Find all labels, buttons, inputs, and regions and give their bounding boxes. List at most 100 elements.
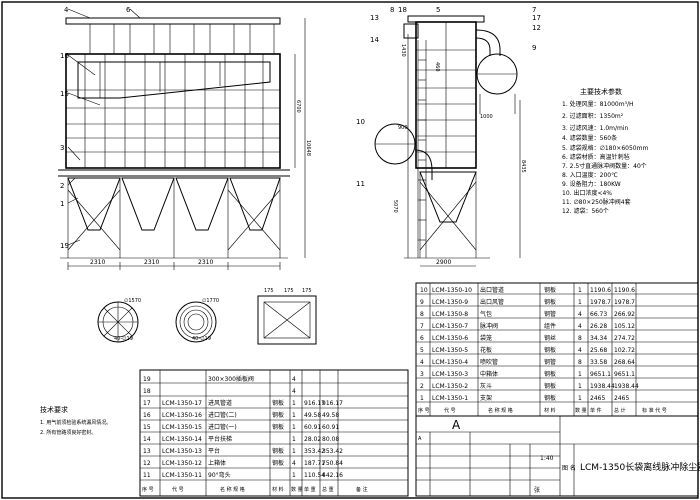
bom-left-cell-no: 17	[143, 400, 151, 407]
svg-text:12: 12	[532, 24, 541, 32]
svg-text:1. 处理风量：81000m³/H: 1. 处理风量：81000m³/H	[562, 100, 634, 108]
svg-text:5: 5	[436, 6, 440, 14]
bom-right-cell-total: 266.92	[614, 311, 635, 318]
bom-right-cell-total: 274.72	[614, 335, 635, 342]
svg-text:单 重: 单 重	[304, 486, 316, 493]
bom-right-cell-unit: 1190.6	[590, 287, 611, 294]
front-callouts: 4 6 16 15 3 2 1 19	[60, 6, 131, 250]
svg-text:175: 175	[284, 288, 294, 294]
bom-left-cell-unit: 60.91	[304, 424, 321, 431]
svg-text:材 料: 材 料	[272, 486, 284, 493]
bom-left-cell-total: 353.42	[322, 448, 343, 455]
svg-text:2. 过滤面积：1350m²: 2. 过滤面积：1350m²	[562, 112, 624, 120]
svg-text:∅1570: ∅1570	[124, 298, 141, 304]
bom-right-cell-code: LCM-1350-2	[432, 383, 468, 390]
tech-params-title: 主要技术参数	[580, 87, 622, 96]
bom-left-cell-name: 平台扶梯	[208, 435, 232, 443]
bom-left-cell-total: 49.58	[322, 412, 339, 419]
svg-text:名 称 规 格: 名 称 规 格	[220, 486, 245, 493]
svg-text:总 计: 总 计	[614, 407, 626, 414]
hoppers	[67, 177, 281, 231]
bom-right-cell-code: LCM-1350-6	[432, 335, 468, 342]
tech-params: 主要技术参数 1. 处理风量：81000m³/H 2. 过滤面积：1350m² …	[562, 87, 648, 215]
svg-text:15: 15	[60, 90, 69, 98]
bom-right-cell-name: 出口管道	[480, 286, 504, 294]
bom-right-cell-no: 5	[420, 347, 424, 354]
bom-right-cell-qty: 8	[578, 335, 582, 342]
detail-views: ∅1570 40-∅19 ∅1770 40-∅19 175 175 175	[97, 288, 317, 345]
bom-left-cell-code: LCM-1350-16	[162, 412, 202, 419]
bom-right-cell-no: 8	[420, 311, 424, 318]
bom-right-cell-code: LCM-1350-3	[432, 371, 468, 378]
bom-left-header: 序 号 代 号 名 称 规 格 材 料 数 量 单 重 总 重 备 注	[142, 486, 368, 493]
bom-left-cell-code: LCM-1350-11	[162, 472, 202, 479]
svg-text:数 量: 数 量	[291, 486, 303, 493]
svg-text:4. 滤袋数量：560条: 4. 滤袋数量：560条	[562, 134, 617, 142]
svg-text:2. 所有管路须良好密封。: 2. 所有管路须良好密封。	[40, 429, 96, 436]
bom-right-cell-total: 2465	[614, 395, 629, 402]
svg-text:备 注: 备 注	[356, 486, 368, 493]
front-elevation: 2310 2310 2310 6700 10648 4 6 16 15 3 2 …	[58, 6, 311, 270]
svg-text:175: 175	[302, 288, 312, 294]
bom-left-cell-no: 14	[143, 436, 151, 443]
svg-text:代 号: 代 号	[172, 486, 184, 493]
bom-left-cell-qty: 1	[292, 400, 296, 407]
svg-text:6: 6	[126, 6, 131, 14]
dim-side-1000: 1000	[480, 114, 493, 120]
bom-right-cell-mat: 钢板	[544, 382, 556, 390]
bom-right-cell-name: 喷吹管	[480, 358, 498, 366]
bom-right-cell-qty: 1	[578, 371, 582, 378]
bom-left-cell-no: 18	[143, 388, 151, 395]
bom-right-cell-no: 2	[420, 383, 424, 390]
dim-height-total: 10648	[305, 140, 311, 156]
bom-left-cell-name: 300×300插板阀	[208, 375, 254, 383]
bom-right-cell-mat: 钢板	[544, 298, 556, 306]
bom-left-cell-mat: 钢板	[272, 411, 284, 419]
bom-right-cell-code: LCM-1350-7	[432, 323, 468, 330]
bom-left-cell-unit: 187.71	[304, 460, 325, 467]
dim-side-5070: 5070	[392, 200, 398, 213]
bom-right-cell-name: 出口风管	[480, 298, 504, 306]
bom-right-cell-qty: 4	[578, 311, 582, 318]
svg-text:19: 19	[60, 242, 69, 250]
svg-text:∅1770: ∅1770	[202, 298, 219, 304]
bom-right-cell-unit: 9651.1	[590, 371, 611, 378]
bom-left-cell-qty: 4	[292, 460, 296, 467]
bom-left-cell-code: LCM-1350-14	[162, 436, 202, 443]
bom-right-cell-name: 中箱体	[480, 370, 498, 378]
bom-left-cell-unit: 353.42	[304, 448, 325, 455]
bom-right-cell-no: 10	[420, 287, 428, 294]
svg-text:名 称 规 格: 名 称 规 格	[488, 407, 513, 414]
svg-text:14: 14	[370, 36, 379, 44]
bom-right-cell-code: LCM-1350-8	[432, 311, 468, 318]
bom-right-cell-unit: 1938.44	[590, 383, 615, 390]
bom-right-cell-name: 脉冲阀	[480, 322, 498, 330]
dim-side-460: 460	[434, 62, 440, 72]
title-block-rev-mark: A	[418, 436, 422, 442]
bom-right-cell-total: 9651.1	[614, 371, 635, 378]
bom-left-cell-name: 平台	[208, 447, 220, 455]
bom-right-cell-qty: 1	[578, 383, 582, 390]
bom-right-cell-qty: 1	[578, 287, 582, 294]
svg-text:序 号: 序 号	[418, 407, 430, 414]
bom-right-cell-name: 灰斗	[480, 382, 492, 390]
svg-text:1: 1	[60, 200, 64, 208]
drawing-title: LCM-1350长袋离线脉冲除尘器	[580, 461, 700, 473]
bom-left-cell-no: 13	[143, 448, 151, 455]
bom-left-cell-unit: 916.17	[304, 400, 325, 407]
bom-right-cell-name: 花板	[480, 346, 492, 354]
bom-right-cell-code: LCM-1350-1	[432, 395, 468, 402]
bom-right-cell-mat: 钢管	[544, 310, 556, 318]
dim-side-1430: 1430	[400, 44, 406, 57]
svg-text:6. 滤袋材质：高温针刺毡: 6. 滤袋材质：高温针刺毡	[562, 153, 630, 161]
bom-right-cell-total: 268.64	[614, 359, 635, 366]
bom-left-cell-name: 进口管(二)	[208, 411, 237, 419]
bom-right-cell-mat: 钢板	[544, 394, 556, 402]
svg-text:材 料: 材 料	[544, 407, 556, 414]
svg-text:总 重: 总 重	[322, 486, 334, 493]
bom-right-cell-name: 袋笼	[480, 334, 492, 342]
svg-text:17: 17	[532, 14, 541, 22]
svg-text:2: 2	[60, 182, 64, 190]
svg-text:10: 10	[356, 118, 365, 126]
